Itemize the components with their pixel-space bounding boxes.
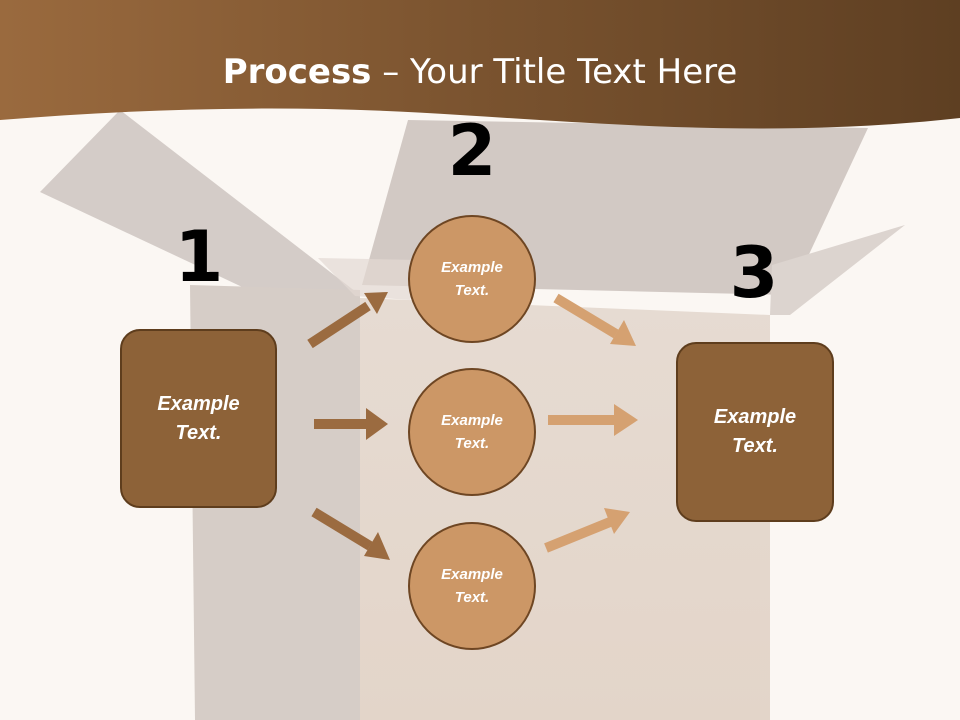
circle-bottom-text-line1: Example [441,566,503,583]
header-banner [0,0,960,129]
step-1-text-line2: Text. [175,421,222,444]
circle-middle-text-line2: Text. [454,435,490,452]
step-2-circle-middle: Example Text. [408,368,536,496]
circle-middle-text-line1: Example [441,412,503,429]
step-2-circle-top: Example Text. [408,215,536,343]
step-3-text-line2: Text. [732,435,778,457]
step-number-2: 2 [447,110,497,192]
circle-bottom-text-line2: Text. [454,589,490,606]
step-3-box: Example Text. [676,342,834,522]
circle-top-text-line1: Example [441,259,503,276]
arrows-step1-to-step2 [307,292,390,560]
title-rest: – Your Title Text Here [371,52,738,92]
step-2-circle-bottom: Example Text. [408,522,536,650]
step-number-1: 1 [174,216,224,298]
arrow-down-right-light [553,293,636,346]
step-3-text-line1: Example [713,406,797,428]
arrow-up-right-dark [307,292,388,349]
arrows-step2-to-step3 [544,293,638,553]
step-1-box: Example Text. [120,329,277,508]
step-1-text-line1: Example [157,392,240,415]
title-bold: Process [222,52,372,92]
arrow-right-dark [314,408,388,440]
circle-top-text-line2: Text. [454,282,490,299]
step-number-3: 3 [729,232,779,314]
arrow-up-right-light [544,508,630,553]
slide-title: Process – Your Title Text Here [0,52,960,92]
arrow-right-light [548,404,638,436]
arrow-down-right-dark [311,507,390,560]
